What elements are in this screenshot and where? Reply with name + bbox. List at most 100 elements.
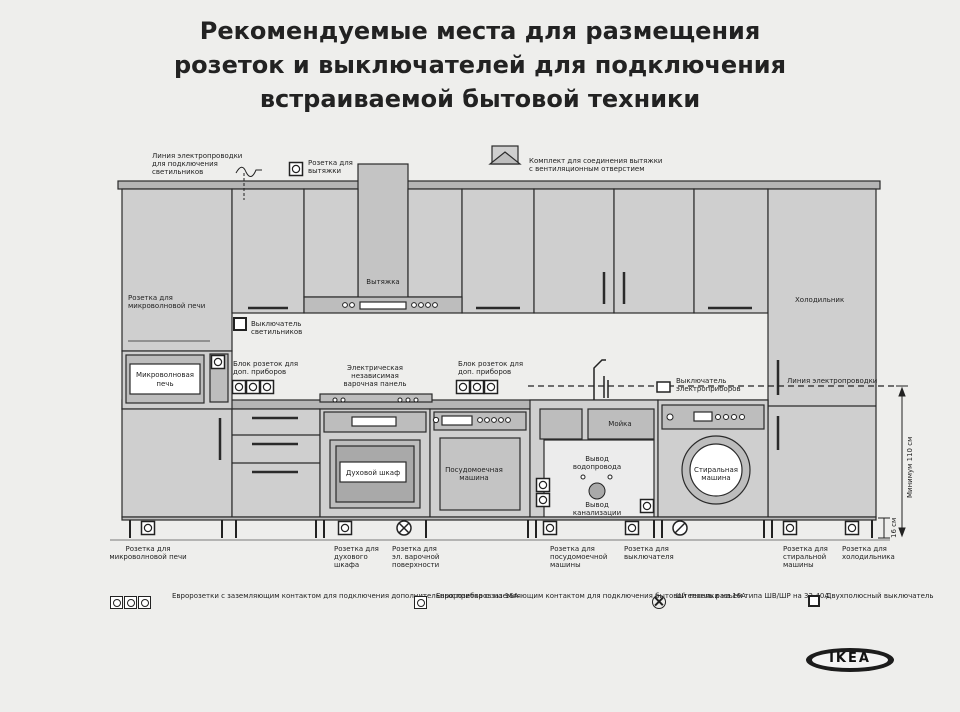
legend: Евророзетки с заземляющим контактом для … [0, 590, 960, 630]
label-socket-block-right-1: Блок розеток для [458, 360, 523, 368]
power-connector-icon [652, 595, 666, 609]
label-min-110: Минимум 110 см [906, 437, 914, 498]
legend-text-3: Штепсель разъем типа ШВ/ШР на 32-40А [676, 592, 829, 601]
label-bottom-oven-1: Розетка для [334, 545, 379, 553]
label-light-switch-2: светильников [251, 328, 302, 336]
label-sewer-1: Вывод [585, 501, 609, 509]
label-washer-1: Стиральная [694, 466, 738, 474]
bottom-power-connectors [396, 520, 688, 536]
label-bottom-switches-1: Розетка для [624, 545, 669, 553]
legend-text-3-line-1: Штепсель разъем типа [676, 592, 763, 600]
label-bottom-switches-2: выключателя [624, 553, 674, 561]
socket-icon [124, 596, 137, 609]
diagram-title: Рекомендуемые места для размещения розет… [0, 14, 960, 116]
appliance-switch-box [656, 381, 671, 393]
lower-cabinets [121, 350, 877, 521]
label-water-2: водопровода [573, 463, 621, 471]
legend-item-plug [652, 595, 666, 609]
label-wiring-line: Линия электропроводки [787, 377, 877, 385]
light-switch-socket [233, 317, 247, 331]
label-bottom-hob-1: Розетка для [392, 545, 437, 553]
water-sewer-outlets [580, 474, 613, 500]
label-bottom-oven-2: духового [334, 553, 368, 561]
label-bottom-washer-3: машины [783, 561, 814, 569]
legend-item-switch [808, 595, 820, 607]
label-dishwasher-2: машина [459, 474, 488, 482]
label-microwave-2: печь [156, 380, 173, 388]
switch-icon [808, 595, 820, 607]
label-appliance-switch-1: Выключатель [676, 377, 726, 385]
socket-icon [110, 596, 123, 609]
label-micro-top-2: микроволновой печи [128, 302, 205, 310]
title-line-3: встраиваемой бытовой техники [259, 85, 701, 113]
label-bottom-dish-3: машины [550, 561, 581, 569]
label-micro-top-1: Розетка для [128, 294, 173, 302]
label-hood-kit-1: Комплект для соединения вытяжки [529, 157, 662, 165]
title-line-2: розеток и выключателей для подключения [173, 51, 787, 79]
socket-icon [138, 596, 151, 609]
brand-logo: IKEA [806, 648, 894, 672]
label-washer-2: машина [701, 474, 730, 482]
label-hood-kit-2: с вентиляционным отверстием [529, 165, 644, 173]
sink-faucet [593, 359, 609, 400]
legend-item-single-socket [414, 596, 428, 609]
socket-block-left [231, 379, 275, 395]
brand-logo-text: IKEA [829, 651, 871, 666]
legend-text-2-line-2: для подключения бытовой техники на 16А [587, 592, 746, 600]
label-socket-block-right-2: доп. приборов [458, 368, 511, 376]
label-water-1: Вывод [585, 455, 609, 463]
label-hood-socket-2: вытяжки [308, 167, 341, 175]
legend-text-2: Евророзетка с заземляющим контактом для … [436, 592, 746, 601]
label-sink: Мойка [608, 420, 631, 428]
lighting-wire-squiggle [235, 166, 262, 177]
legend-text-1: Евророзетки с заземляющим контактом для … [172, 592, 518, 601]
label-bottom-dish-1: Розетка для [550, 545, 595, 553]
label-bottom-micro-1: Розетка для [126, 545, 171, 553]
dimension-lines [878, 385, 908, 539]
label-oven: Духовой шкаф [346, 469, 400, 477]
label-bottom-micro-2: микроволновой печи [109, 553, 186, 561]
label-microwave-1: Микроволновая [136, 371, 194, 379]
label-lighting-wire-1: Линия электропроводки [152, 152, 242, 160]
label-sewer-2: канализации [573, 509, 621, 517]
label-hob-1: Электрическая [347, 364, 403, 372]
upper-cabinets [117, 145, 881, 518]
diagram-labels: Линия электропроводки для подключения св… [109, 152, 914, 569]
legend-text-2-line-1: Евророзетка с заземляющим контактом [436, 592, 585, 600]
label-dishwasher-1: Посудомоечная [445, 466, 503, 474]
appliance-knobs [332, 397, 745, 424]
label-hood: Вытяжка [366, 278, 399, 286]
label-fridge: Холодильник [795, 296, 844, 304]
legend-text-4-line-1: Двухполюсный [826, 592, 882, 600]
label-bottom-dish-2: посудомоечной [550, 553, 607, 561]
label-hood-socket-1: Розетка для [308, 159, 353, 167]
label-bottom-hob-3: поверхности [392, 561, 439, 569]
legend-text-3-line-2: ШВ/ШР на 32-40А [764, 592, 830, 600]
cabinet-legs [129, 520, 873, 538]
label-appliance-switch-2: электроприборов [676, 385, 741, 393]
label-bottom-washer-1: Розетка для [783, 545, 828, 553]
title-line-1: Рекомендуемые места для размещения [199, 17, 761, 45]
label-lighting-wire-3: светильников [152, 168, 203, 176]
legend-text-4-line-2: выключатель [883, 592, 934, 600]
socket-block-right [455, 379, 499, 395]
label-hob-3: варочная панель [344, 380, 407, 388]
socket-hood [288, 161, 304, 177]
label-16cm: 16 см [890, 518, 898, 538]
label-bottom-fridge-2: холодильника [842, 553, 895, 561]
label-bottom-fridge-1: Розетка для [842, 545, 887, 553]
label-socket-block-left-1: Блок розеток для [233, 360, 298, 368]
bottom-sockets [140, 520, 860, 536]
label-hob-2: независимая [351, 372, 399, 380]
label-bottom-washer-2: стиральной [783, 553, 826, 561]
legend-text-4: Двухполюсный выключатель [826, 592, 934, 601]
legend-text-1-line-1: Евророзетки с заземляющим контактом для [172, 592, 337, 600]
socket-icon [414, 596, 427, 609]
label-light-switch-1: Выключатель [251, 320, 301, 328]
legend-text-1-line-2: подключения дополнительных приборов на 1… [339, 592, 519, 600]
legend-item-triple-socket [110, 596, 152, 609]
label-bottom-hob-2: эл. варочной [392, 553, 439, 561]
label-lighting-wire-2: для подключения [152, 160, 218, 168]
hood-controls [342, 302, 438, 308]
